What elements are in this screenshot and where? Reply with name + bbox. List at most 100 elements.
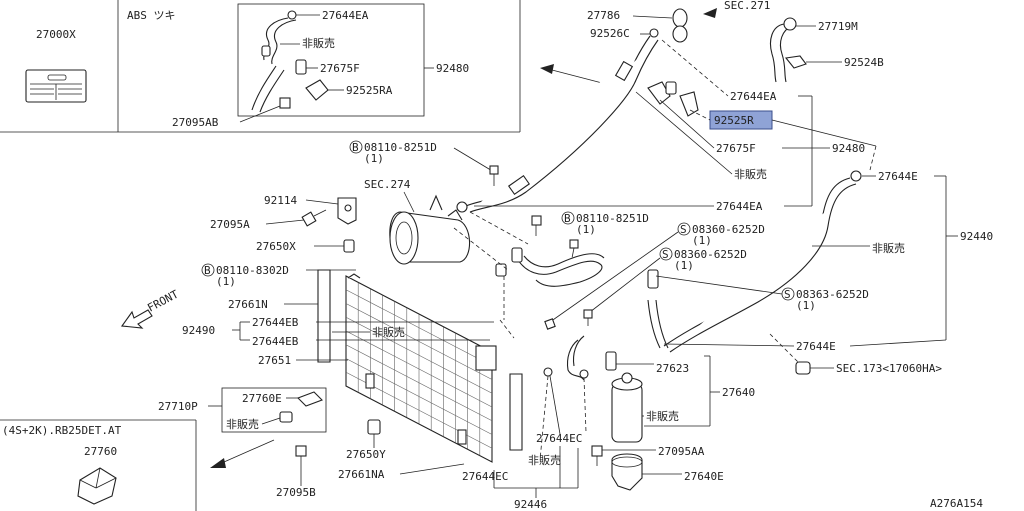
label-27710p[interactable]: 27710P	[158, 400, 198, 413]
label-27644eb-b[interactable]: 27644EB	[252, 335, 299, 348]
qty-08360-6252d-b: (1)	[674, 259, 694, 272]
label-27095b[interactable]: 27095B	[276, 486, 316, 499]
front-arrow-icon	[121, 309, 153, 329]
label-sec271[interactable]: SEC.271	[724, 0, 770, 12]
screw-symbol-a: S	[677, 222, 691, 236]
bolt-b-glyph-c: B	[204, 264, 211, 277]
seal-27661n-icon	[317, 269, 331, 363]
label-27095a[interactable]: 27095A	[210, 218, 250, 231]
label-27095aa[interactable]: 27095AA	[658, 445, 705, 458]
label-27640e[interactable]: 27640E	[684, 470, 724, 483]
qty-08110-8251d-a: (1)	[364, 152, 384, 165]
label-92446[interactable]: 92446	[514, 498, 547, 511]
label-08110-8251d-b[interactable]: 08110-8251D	[576, 212, 649, 225]
inset-frame-bottom-left	[0, 419, 197, 511]
label-27644e-low[interactable]: 27644E	[796, 340, 836, 353]
seal-27661na-icon	[509, 373, 523, 451]
abs-inset-box	[237, 3, 425, 117]
label-27651[interactable]: 27651	[258, 354, 291, 367]
label-92525ra[interactable]: 92525RA	[346, 84, 393, 97]
label-92524b[interactable]: 92524B	[844, 56, 884, 69]
bolt-center-icon	[531, 215, 542, 236]
label-92114[interactable]: 92114	[264, 194, 297, 207]
bolt-b-glyph: B	[352, 141, 359, 154]
grommet-27650x-icon	[343, 239, 355, 253]
label-27644ec-b[interactable]: 27644EC	[462, 470, 508, 483]
label-27640[interactable]: 27640	[722, 386, 755, 399]
hanbai-low: 非販売	[528, 454, 561, 467]
label-92490[interactable]: 92490	[182, 324, 215, 337]
pipe-92446-icon	[543, 335, 589, 381]
label-08110-8251d-a[interactable]: 08110-8251D	[364, 141, 437, 154]
inset-frame-top-left	[0, 0, 521, 133]
label-92480-abs[interactable]: 92480	[436, 62, 469, 75]
abs-note: ABS ツキ	[127, 9, 176, 22]
screw-symbol-b: S	[659, 247, 673, 261]
label-27644e-top[interactable]: 27644E	[878, 170, 918, 183]
bolt-symbol-a: B	[349, 140, 363, 154]
label-27644ea-mid[interactable]: 27644EA	[730, 90, 777, 103]
hose-27719m-icon	[769, 17, 807, 83]
hanbai-abs: 非販売	[302, 37, 335, 50]
label-27661n[interactable]: 27661N	[228, 298, 268, 311]
screw-icons	[544, 309, 593, 330]
screw-s-glyph-c: S	[784, 288, 791, 301]
label-27675f-mid[interactable]: 27675F	[716, 142, 756, 155]
label-27644ec-a[interactable]: 27644EC	[536, 432, 582, 445]
qty-08110-8302d: (1)	[216, 275, 236, 288]
label-08110-8302d[interactable]: 08110-8302D	[216, 264, 289, 277]
bolt-b-glyph-b: B	[564, 212, 571, 225]
label-27719m[interactable]: 27719M	[818, 20, 858, 33]
diagram-code: A276A154	[930, 497, 983, 510]
bolt-a-icon	[489, 165, 499, 186]
variant-note: (4S+2K).RB25DET.AT	[2, 424, 122, 437]
label-27786[interactable]: 27786	[587, 9, 620, 22]
label-27650x[interactable]: 27650X	[256, 240, 296, 253]
label-27675f-abs[interactable]: 27675F	[320, 62, 360, 75]
label-27661na[interactable]: 27661NA	[338, 468, 385, 481]
label-92525r[interactable]: 92525R	[714, 114, 754, 127]
hanbai-mid: 非販売	[734, 168, 767, 181]
bolt-27095a-icon	[301, 209, 327, 227]
bracket-92114-icon	[337, 197, 357, 225]
label-27644ea-abs[interactable]: 27644EA	[322, 9, 369, 22]
label-sec274[interactable]: SEC.274	[364, 178, 411, 191]
label-08363-6252d[interactable]: 08363-6252D	[796, 288, 869, 301]
pipe-condenser-icon	[495, 247, 605, 287]
switch-27760e-icon	[279, 391, 323, 423]
label-27760e[interactable]: 27760E	[242, 392, 282, 405]
label-08360-6252d-a[interactable]: 08360-6252D	[692, 223, 765, 236]
label-27760[interactable]: 27760	[84, 445, 117, 458]
direction-arrow-top-icon	[540, 64, 607, 85]
abs-pipe-icon	[251, 10, 329, 113]
label-92480-mid[interactable]: 92480	[832, 142, 865, 155]
label-08360-6252d-b[interactable]: 08360-6252D	[674, 248, 747, 261]
label-front: FRONT	[145, 287, 181, 314]
label-sec173[interactable]: SEC.173<17060HA>	[836, 362, 942, 375]
sensor-sec173-icon	[795, 361, 811, 375]
direction-arrow-bottom-icon	[210, 439, 275, 468]
label-92440[interactable]: 92440	[960, 230, 993, 243]
bolt-b-icon	[569, 239, 579, 259]
bolt-27095b-icon	[295, 445, 307, 472]
screw-s-glyph-b: S	[662, 248, 669, 261]
label-27644eb-a[interactable]: 27644EB	[252, 316, 299, 329]
bracket-27640e-icon	[611, 453, 643, 491]
hanbai-cond: 非販売	[372, 326, 405, 339]
label-27095ab[interactable]: 27095AB	[172, 116, 219, 129]
label-27000x[interactable]: 27000X	[36, 28, 76, 41]
label-27623[interactable]: 27623	[656, 362, 689, 375]
label-92526c[interactable]: 92526C	[590, 27, 630, 40]
bolt-27095aa-icon	[591, 445, 603, 466]
condenser-icon	[345, 273, 497, 463]
bracket-27675f-icon	[647, 81, 699, 117]
pipe-92480-icon	[456, 35, 659, 213]
sec271-arrow-icon	[703, 8, 717, 18]
label-plate-icon	[25, 69, 87, 103]
label-27644ea-low[interactable]: 27644EA	[716, 200, 763, 213]
switch-group-box	[221, 387, 327, 433]
label-27650y[interactable]: 27650Y	[346, 448, 386, 461]
qty-08363-6252d: (1)	[796, 299, 816, 312]
